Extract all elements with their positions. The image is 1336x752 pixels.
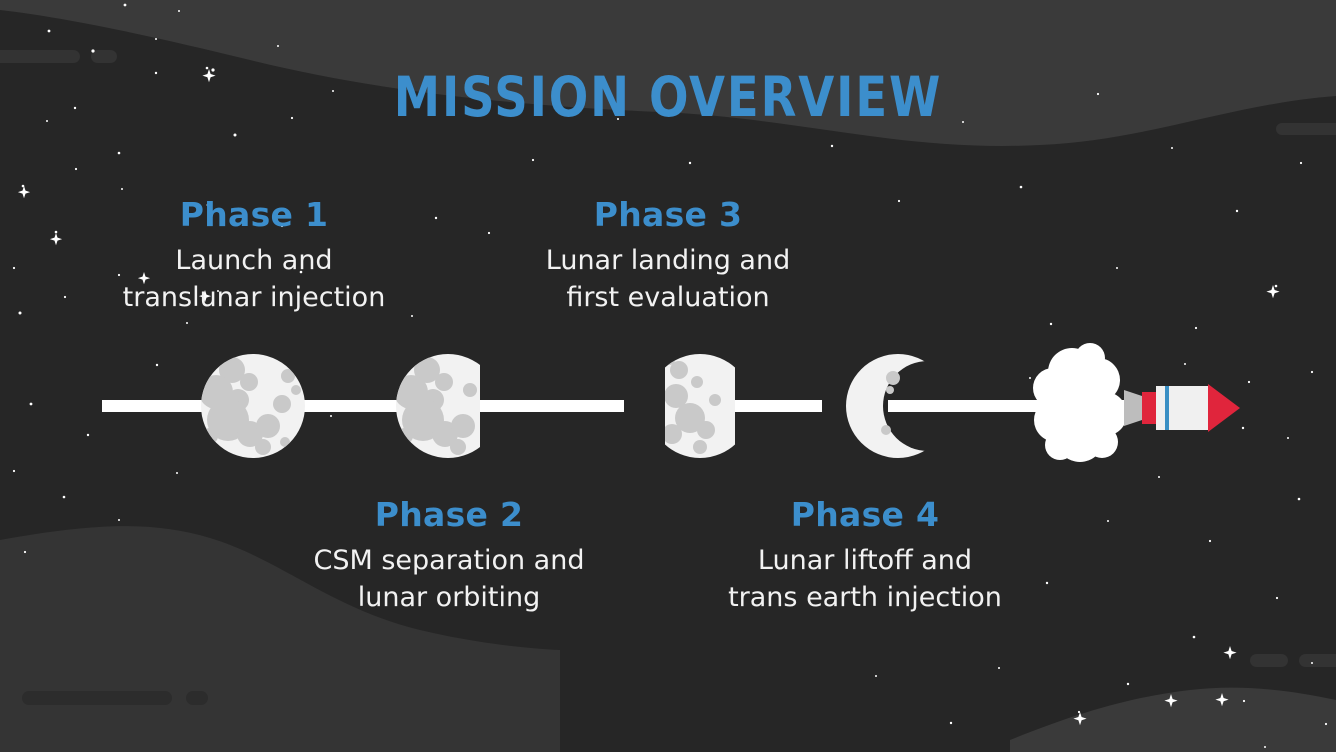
phase-4-title: Phase 4 — [790, 495, 940, 534]
dash-bottom-right-b — [1299, 654, 1336, 667]
rocket-stripe — [1165, 386, 1169, 430]
phase-block-2: Phase 2 CSM separation and lunar orbitin… — [298, 495, 600, 616]
dash-bottom-left-long — [22, 691, 172, 705]
rocket-nose-cone — [1208, 384, 1240, 432]
gibbous-moon-icon — [396, 354, 480, 458]
wave-bottom-right — [1010, 687, 1336, 752]
rocket-engine-band — [1142, 392, 1156, 424]
dash-bottom-left-short — [186, 691, 208, 705]
phase-2-description: CSM separation and lunar orbiting — [313, 544, 585, 613]
phase-3-description: Lunar landing and first evaluation — [545, 244, 791, 313]
dash-bottom-right-a — [1250, 654, 1288, 667]
phase-block-4: Phase 4 Lunar liftoff and trans earth in… — [712, 495, 1018, 616]
full-moon-icon — [201, 354, 305, 458]
dash-right-upper — [1276, 123, 1336, 135]
phase-1-description: Launch and translunar injection — [122, 244, 386, 313]
phase-1-title: Phase 1 — [179, 195, 329, 234]
phase-block-1: Phase 1 Launch and translunar injection — [104, 195, 404, 316]
mission-timeline — [0, 330, 1336, 490]
rocket-icon — [1124, 384, 1240, 432]
dash-top-left-long — [0, 50, 80, 63]
dash-top-left-short — [91, 50, 117, 63]
page-title: Mission Overview — [393, 65, 943, 129]
phase-2-title: Phase 2 — [374, 495, 524, 534]
phase-4-description: Lunar liftoff and trans earth injection — [728, 544, 1002, 613]
exhaust-cloud-icon — [1033, 343, 1127, 462]
phase-3-title: Phase 3 — [593, 195, 743, 234]
wave-top — [0, 0, 1336, 146]
phase-block-3: Phase 3 Lunar landing and first evaluati… — [518, 195, 818, 316]
half-moon-icon — [665, 354, 735, 458]
rocket-body — [1156, 386, 1208, 430]
rocket-nozzle — [1124, 390, 1142, 426]
crescent-moon-icon — [820, 330, 980, 490]
